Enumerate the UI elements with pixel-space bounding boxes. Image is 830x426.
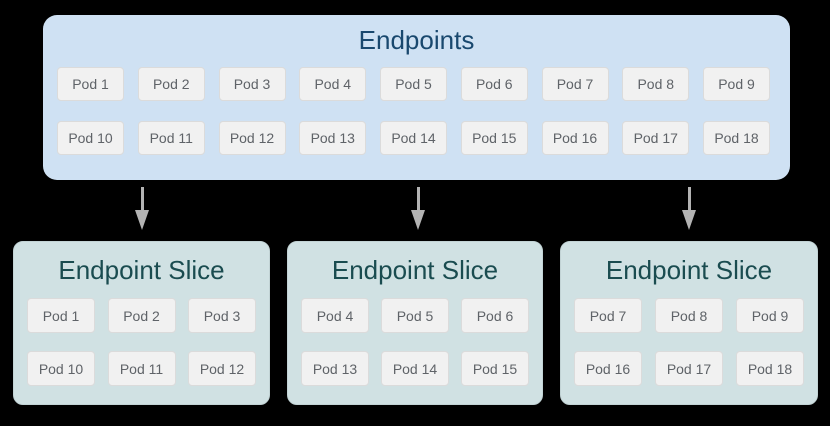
- pod-chip: Pod 15: [460, 121, 528, 155]
- arrow-head: [135, 210, 149, 230]
- pod-chip: Pod 17: [655, 351, 723, 386]
- pod-chip: Pod 6: [460, 67, 528, 101]
- slice-pod-row-1: Pod 1 Pod 2 Pod 3: [27, 298, 256, 333]
- pod-chip: Pod 5: [381, 298, 449, 333]
- pod-chip: Pod 12: [188, 351, 256, 386]
- pod-chip: Pod 2: [107, 298, 176, 333]
- arrow-head: [411, 210, 425, 230]
- pod-chip: Pod 10: [57, 121, 124, 155]
- endpoint-slice-box-3: Endpoint Slice Pod 7 Pod 8 Pod 9 Pod 16 …: [560, 241, 818, 405]
- endpoint-slice-title: Endpoint Slice: [605, 255, 773, 285]
- arrow-shaft: [416, 187, 420, 210]
- pod-chip: Pod 10: [27, 351, 95, 386]
- endpoint-slice-box-2: Endpoint Slice Pod 4 Pod 5 Pod 6 Pod 13 …: [287, 241, 543, 405]
- slice-pod-row-2: Pod 13 Pod 14 Pod 15: [301, 351, 529, 386]
- pod-chip: Pod 17: [622, 121, 690, 155]
- pod-chip: Pod 13: [301, 351, 369, 386]
- pod-chip: Pod 5: [380, 67, 447, 101]
- pod-chip: Pod 6: [461, 298, 529, 333]
- pod-chip: Pod 12: [218, 121, 286, 155]
- pod-chip: Pod 9: [703, 67, 770, 101]
- endpoints-pod-row-2: Pod 10 Pod 11 Pod 12 Pod 13 Pod 14 Pod 1…: [57, 121, 770, 155]
- pod-chip: Pod 4: [299, 67, 367, 101]
- arrow-head: [682, 210, 696, 230]
- pod-chip: Pod 1: [57, 67, 124, 101]
- pod-chip: Pod 18: [703, 121, 770, 155]
- pod-chip: Pod 7: [574, 298, 642, 333]
- arrow-down-icon: [135, 187, 149, 230]
- slice-pod-row-1: Pod 4 Pod 5 Pod 6: [301, 298, 529, 333]
- endpoint-slice-box-1: Endpoint Slice Pod 1 Pod 2 Pod 3 Pod 10 …: [13, 241, 270, 405]
- pod-chip: Pod 1: [27, 298, 95, 333]
- pod-chip: Pod 8: [622, 67, 690, 101]
- slice-pod-row-2: Pod 16 Pod 17 Pod 18: [574, 351, 804, 386]
- pod-chip: Pod 9: [736, 298, 804, 333]
- endpoint-slice-title: Endpoint Slice: [331, 255, 499, 285]
- endpoints-title: Endpoints: [358, 25, 475, 55]
- pod-chip: Pod 13: [299, 121, 367, 155]
- pod-chip: Pod 16: [541, 121, 609, 155]
- arrow-shaft: [687, 187, 691, 210]
- pod-chip: Pod 2: [137, 67, 205, 101]
- pod-chip: Pod 11: [137, 121, 205, 155]
- pod-chip: Pod 4: [301, 298, 369, 333]
- endpoint-slice-title: Endpoint Slice: [58, 255, 225, 285]
- pod-chip: Pod 14: [381, 351, 449, 386]
- pod-chip: Pod 3: [218, 67, 286, 101]
- arrow-shaft: [140, 187, 144, 210]
- pod-chip: Pod 8: [655, 298, 723, 333]
- pod-chip: Pod 7: [541, 67, 609, 101]
- slice-pod-row-1: Pod 7 Pod 8 Pod 9: [574, 298, 804, 333]
- endpoints-pod-row-1: Pod 1 Pod 2 Pod 3 Pod 4 Pod 5 Pod 6 Pod …: [57, 67, 770, 101]
- pod-chip: Pod 18: [736, 351, 804, 386]
- pod-chip: Pod 3: [188, 298, 256, 333]
- pod-chip: Pod 11: [107, 351, 176, 386]
- slice-pod-row-2: Pod 10 Pod 11 Pod 12: [27, 351, 256, 386]
- arrow-down-icon: [411, 187, 425, 230]
- pod-chip: Pod 15: [461, 351, 529, 386]
- pod-chip: Pod 14: [380, 121, 447, 155]
- pod-chip: Pod 16: [574, 351, 642, 386]
- arrow-down-icon: [682, 187, 696, 230]
- endpoints-box: Endpoints Pod 1 Pod 2 Pod 3 Pod 4 Pod 5 …: [43, 15, 790, 180]
